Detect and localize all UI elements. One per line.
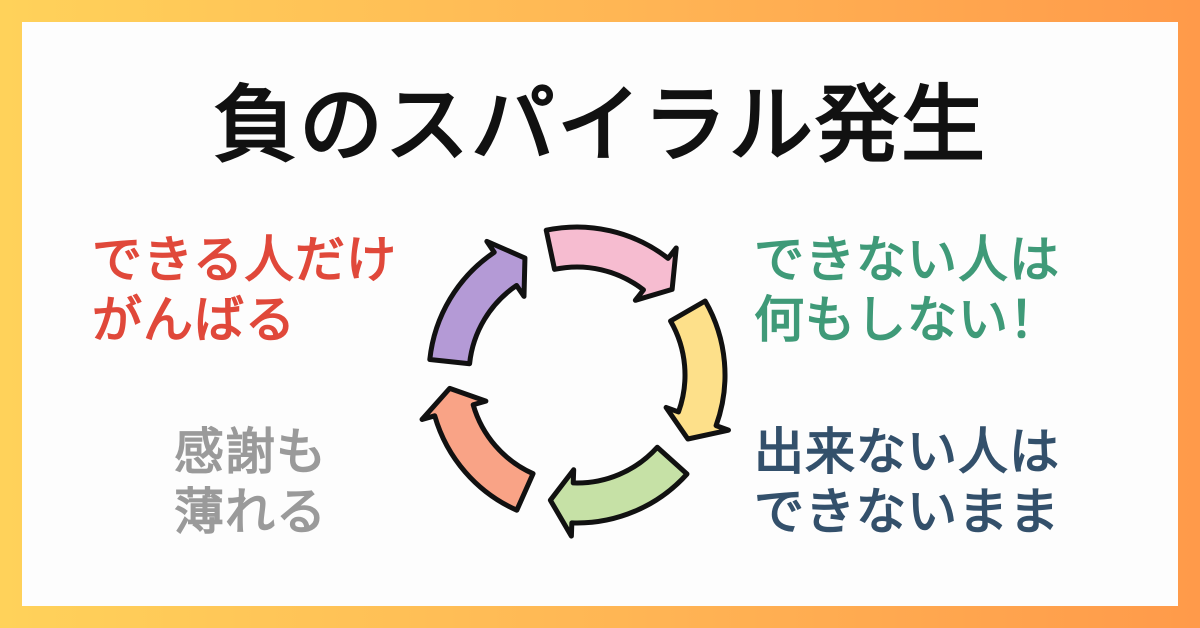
arrow-yellow (663, 298, 731, 442)
label-bottom-right: 出来ない人は できないまま (754, 422, 1060, 542)
label-top-left-line-2: がんばる (92, 291, 296, 349)
arrow-pink (543, 224, 679, 303)
label-top-right-line-1: できない人は (754, 231, 1060, 289)
cycle-diagram (419, 224, 731, 539)
label-bottom-right-line-1: 出来ない人は (754, 423, 1060, 481)
arrow-purple (427, 238, 528, 367)
label-bottom-right-line-2: できないまま (754, 483, 1060, 541)
label-bottom-left-line-2: 薄れる (174, 483, 327, 541)
card: 負のスパイラル発生 できる人だけ がんばる できない人は 何もしない！ 出来ない… (22, 22, 1178, 606)
label-top-right: できない人は 何もしない！ (754, 230, 1060, 350)
arrow-orange (419, 385, 536, 513)
label-bottom-left: 感謝も 薄れる (174, 422, 327, 542)
page-title: 負のスパイラル発生 (212, 76, 987, 174)
arrow-green (547, 444, 690, 539)
label-bottom-left-line-1: 感謝も (174, 423, 327, 481)
label-top-right-line-2: 何もしない！ (754, 291, 1060, 349)
label-top-left: できる人だけ がんばる (92, 230, 397, 350)
label-top-left-line-1: できる人だけ (92, 231, 397, 289)
